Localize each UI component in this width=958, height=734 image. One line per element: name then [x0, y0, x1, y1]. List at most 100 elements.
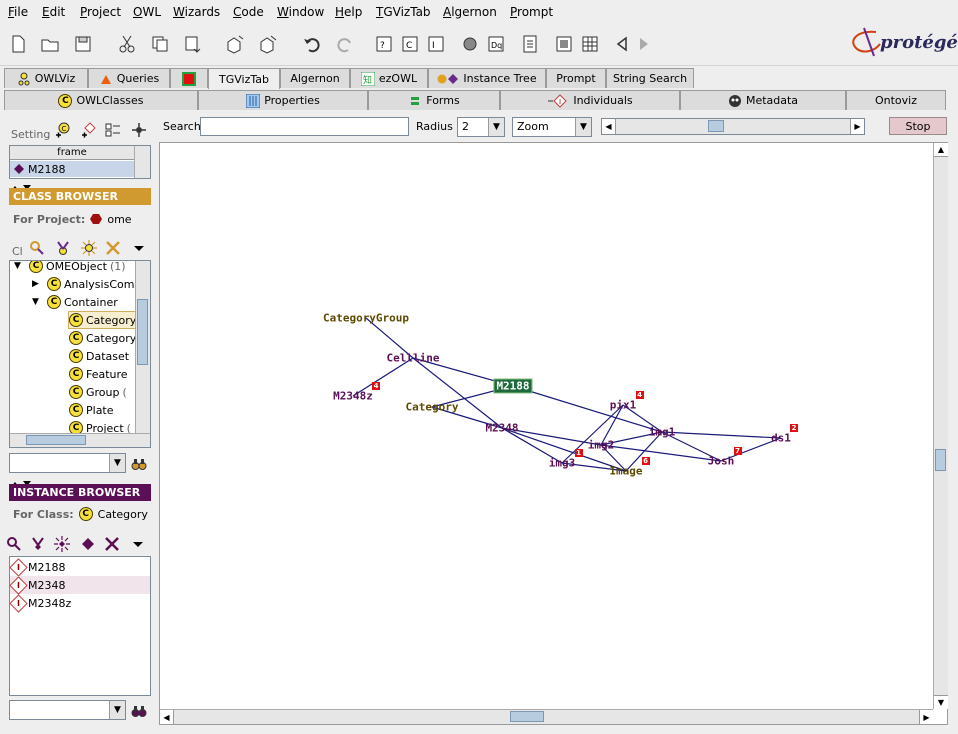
class-menu-dropdown-icon[interactable]	[131, 240, 147, 256]
graph-node-m2188[interactable]: M2188	[493, 378, 533, 394]
menu-owl[interactable]: OWL	[133, 5, 162, 19]
scroll-left-icon[interactable]: ◀	[160, 710, 174, 724]
tab-red-square[interactable]	[170, 68, 208, 88]
create-subclass-icon[interactable]	[55, 240, 71, 256]
form-icon[interactable]	[554, 34, 574, 54]
copy-icon[interactable]	[150, 34, 170, 54]
new-project-icon[interactable]	[8, 34, 28, 54]
tab-owlviz[interactable]: OWLViz	[4, 68, 88, 88]
forward-arrow-icon[interactable]	[634, 34, 654, 54]
delete-instance-icon[interactable]	[104, 536, 120, 552]
menu-algernon[interactable]: Algernon	[443, 5, 497, 19]
graph-node-josh[interactable]: Josh	[707, 454, 735, 468]
checklist-icon[interactable]	[105, 122, 121, 138]
graph-node-img1[interactable]: img1	[648, 425, 676, 439]
menu-window[interactable]: Window	[277, 5, 325, 19]
class-tree-hscroll[interactable]	[10, 433, 150, 447]
zoom-slider[interactable]: ◀ ▶	[601, 118, 865, 135]
instance-box-icon[interactable]: I	[426, 34, 446, 54]
graph-node-ds1[interactable]: ds1	[771, 431, 791, 445]
document-icon[interactable]	[520, 34, 540, 54]
create-instance-icon[interactable]	[30, 536, 46, 552]
splitter-1[interactable]	[9, 181, 151, 191]
splitter-2[interactable]	[9, 477, 151, 487]
tab-forms[interactable]: Forms	[368, 90, 500, 110]
binoculars-icon[interactable]	[131, 456, 147, 472]
class-burst-icon[interactable]	[81, 240, 97, 256]
search-input[interactable]	[200, 117, 409, 136]
collapse-arrow-icon[interactable]: ▼	[14, 261, 21, 271]
radius-select[interactable]: 2 ▼	[457, 117, 505, 137]
undo-icon[interactable]	[302, 34, 322, 54]
graph-node-img2[interactable]: img2	[587, 438, 615, 452]
tab-ezowl[interactable]: 知 ezOWL	[350, 68, 428, 88]
combo-arrow-icon[interactable]: ▼	[488, 118, 504, 136]
cut-icon[interactable]	[117, 34, 137, 54]
graph-node-img3[interactable]: img3	[548, 456, 576, 470]
scroll-right-icon[interactable]: ▶	[919, 710, 933, 724]
tree-row-category[interactable]: C Category	[69, 329, 136, 347]
tree-row-omeobject[interactable]: ▼C OMEObject(1)	[14, 261, 126, 275]
menu-code[interactable]: Code	[233, 5, 264, 19]
graph-node-badge[interactable]: 2	[790, 424, 798, 432]
scroll-up-icon[interactable]: ▲	[934, 143, 948, 157]
graph-vscroll-thumb[interactable]	[935, 449, 946, 471]
instance-burst-icon[interactable]	[54, 536, 70, 552]
tab-properties[interactable]: Properties	[198, 90, 368, 110]
class-search-combo[interactable]: ▼	[9, 453, 126, 473]
instance-diamond-button-icon[interactable]	[80, 536, 96, 552]
tab-tgviztab[interactable]: TGVizTab	[208, 68, 280, 89]
combo-arrow-icon[interactable]: ▼	[109, 454, 125, 472]
zoom-select[interactable]: Zoom ▼	[512, 117, 592, 137]
instance-item-m2188[interactable]: I M2188	[9, 557, 148, 577]
tab-owlclasses[interactable]: C OWLClasses	[4, 90, 198, 110]
tree-row-container[interactable]: ▼C Container	[32, 293, 118, 311]
menu-wizards[interactable]: Wizards	[173, 5, 221, 19]
zoom-slider-thumb[interactable]	[708, 120, 724, 132]
menu-project[interactable]: Project	[80, 5, 122, 19]
graph-node-m2348[interactable]: M2348	[485, 421, 519, 435]
classify-icon[interactable]: Dq	[486, 34, 506, 54]
menu-edit[interactable]: Edit	[42, 5, 66, 19]
stop-button[interactable]: Stop	[889, 117, 947, 135]
graph-node-image[interactable]: Image	[609, 464, 643, 478]
graph-hscroll-thumb[interactable]	[510, 711, 544, 722]
open-project-icon[interactable]	[40, 34, 60, 54]
search-instance-icon[interactable]	[6, 536, 22, 552]
tree-row-project[interactable]: C Project(	[69, 419, 131, 437]
menu-prompt[interactable]: Prompt	[510, 5, 554, 19]
graph-node-category[interactable]: Category	[405, 400, 459, 414]
graph-node-cellline[interactable]: Cellline	[386, 351, 440, 365]
tab-instance-tree[interactable]: Instance Tree	[428, 68, 546, 88]
class-tree-hscroll-thumb[interactable]	[26, 435, 86, 445]
frame-column-header[interactable]: frame	[10, 146, 134, 160]
instance-menu-dropdown-icon[interactable]	[130, 536, 146, 552]
table-icon[interactable]	[580, 34, 600, 54]
frame-row-m2188[interactable]: M2188	[10, 161, 134, 177]
tab-ontoviz[interactable]: Ontoviz	[846, 90, 946, 110]
graph-node-badge[interactable]: 4	[372, 382, 380, 390]
reasoner-icon[interactable]	[460, 34, 480, 54]
setting-scrollbar[interactable]	[134, 146, 150, 178]
expand-arrow-icon[interactable]: ▶	[32, 279, 39, 289]
graph-node-m2348z[interactable]: M2348z	[333, 389, 373, 403]
instance-item-m2348[interactable]: I M2348	[9, 575, 150, 595]
menu-file[interactable]: File	[8, 5, 29, 19]
slider-right-arrow-icon[interactable]: ▶	[850, 119, 864, 134]
settings-burst-icon[interactable]	[131, 122, 147, 138]
search-class-icon[interactable]	[29, 240, 45, 256]
menu-help[interactable]: Help	[335, 5, 363, 19]
graph-vscroll[interactable]: ▲ ▼	[933, 143, 948, 709]
paste-icon[interactable]	[183, 34, 203, 54]
tab-algernon[interactable]: Algernon	[280, 68, 350, 88]
graph-node-pix1[interactable]: pix1	[609, 398, 637, 412]
scroll-down-icon[interactable]: ▼	[934, 695, 948, 709]
instance-item-m2348z[interactable]: I M2348z	[9, 593, 148, 613]
save-project-icon[interactable]	[73, 34, 93, 54]
tree-row-dataset[interactable]: C Dataset	[69, 347, 129, 365]
back-arrow-icon[interactable]	[612, 34, 632, 54]
insert-class-icon[interactable]	[225, 34, 245, 54]
graph-node-badge[interactable]: 7	[733, 447, 742, 455]
tree-row-category-selected[interactable]: C Category	[68, 311, 142, 329]
